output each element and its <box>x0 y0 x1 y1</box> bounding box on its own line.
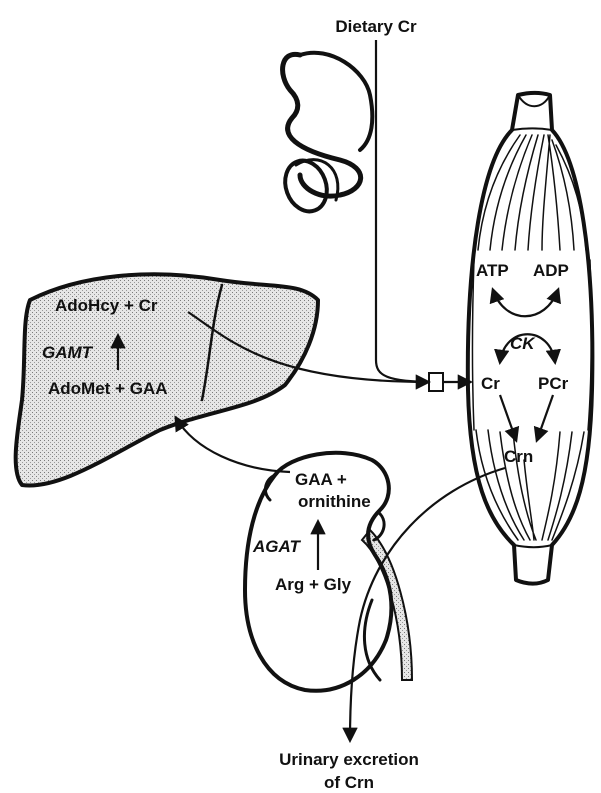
gaa-plus-label: GAA + <box>295 470 347 489</box>
ornithine-label: ornithine <box>298 492 371 511</box>
crn-excretion-arrow <box>350 468 505 740</box>
of-crn-label: of Crn <box>324 773 374 792</box>
adp-label: ADP <box>533 261 569 280</box>
arg-gly-label: Arg + Gly <box>275 575 352 594</box>
urinary-excretion-label: Urinary excretion <box>279 750 419 769</box>
ck-label: CK <box>510 334 536 353</box>
kidney-gaa-to-liver-arrow <box>176 418 290 472</box>
cr-label: Cr <box>481 374 500 393</box>
cr-to-crn-arrow <box>500 395 516 440</box>
pcr-to-crn-arrow <box>537 395 553 440</box>
adohcy-cr-label: AdoHcy + Cr <box>55 296 158 315</box>
ck-upper-arrows <box>493 290 558 316</box>
crn-label: Crn <box>504 447 533 466</box>
dietary-uptake-line <box>376 40 436 382</box>
atp-label: ATP <box>476 261 509 280</box>
gamt-label: GAMT <box>42 343 94 362</box>
adomet-gaa-label: AdoMet + GAA <box>48 379 167 398</box>
gut-illustration <box>278 53 372 218</box>
agat-label: AGAT <box>252 537 302 556</box>
dietary-cr-label: Dietary Cr <box>335 17 417 36</box>
creatine-transporter <box>429 373 443 391</box>
pcr-label: PCr <box>538 374 569 393</box>
